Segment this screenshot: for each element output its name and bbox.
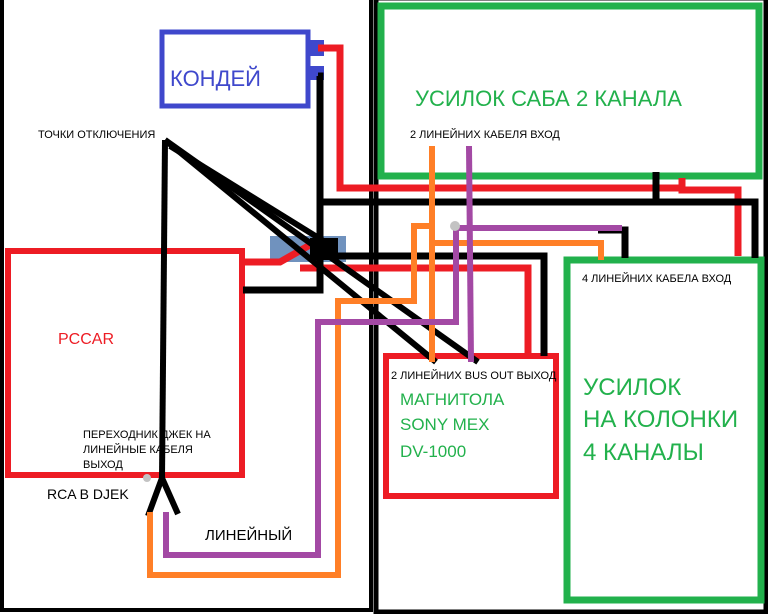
adapter-label-1: ПЕРЕХОДНИК ДЖЕК НА bbox=[83, 429, 211, 441]
speaker-amp-line-1: УСИЛОК bbox=[583, 374, 681, 401]
speaker-amp-input-label: 4 ЛИНЕЙНИХ КАБЕЛА ВХОД bbox=[582, 272, 732, 285]
bus-out-label: 2 ЛИНЕЙНИХ BUS OUT ВЫХОД bbox=[391, 369, 557, 382]
line-label: ЛИНЕЙНЫЙ bbox=[205, 526, 292, 544]
red-power-wire-head-unit bbox=[300, 264, 532, 356]
jack-plug bbox=[143, 474, 151, 482]
disconnect-line-3 bbox=[168, 143, 332, 248]
jack-fork bbox=[145, 470, 181, 518]
speaker-amp-line-2: НА КОЛОНКИ bbox=[583, 406, 738, 433]
rca-junction bbox=[450, 221, 460, 231]
red-power-wire-amps bbox=[318, 44, 742, 256]
sub-amp-label: УСИЛОК САБА 2 КАНАЛА bbox=[415, 86, 682, 111]
pccar-label: PCCAR bbox=[58, 331, 114, 348]
orange-rca-line bbox=[147, 223, 432, 578]
head-unit-line-3: DV-1000 bbox=[400, 442, 466, 461]
speaker-amp-line-3: 4 КАНАЛЫ bbox=[583, 439, 704, 466]
adapter-label-2: ЛИНЕЙНЫЕ КАБЕЛЯ bbox=[83, 443, 193, 456]
black-ground-wire-amps bbox=[320, 198, 759, 258]
condenser-label: КОНДЕЙ bbox=[170, 66, 261, 91]
head-unit-line-2: SONY MEX bbox=[400, 415, 489, 434]
condenser-terminal-plus bbox=[310, 40, 324, 56]
pccar-box bbox=[5, 248, 245, 478]
jack-cable bbox=[159, 139, 168, 479]
right-panel-frame bbox=[373, 0, 768, 614]
disconnect-points-label: ТОЧКИ ОТКЛЮЧЕНИЯ bbox=[38, 129, 155, 141]
purple-rca-sub bbox=[466, 145, 474, 363]
orange-rca-speaker-amp bbox=[432, 240, 604, 260]
adapter-label-3: ВЫХОД bbox=[83, 459, 123, 471]
sub-amp-input-label: 2 ЛИНЕЙНИХ КАБЕЛЯ ВХОД bbox=[410, 128, 560, 141]
condenser-box bbox=[159, 29, 311, 109]
head-unit-line-1: МАГНИТОЛА bbox=[400, 390, 505, 409]
black-ground-wire-pccar bbox=[243, 72, 324, 294]
sub-amp-box bbox=[377, 2, 763, 180]
speaker-amp-box bbox=[563, 256, 765, 604]
rca-label: RCA В DJEK bbox=[47, 486, 129, 502]
black-ground-wire-head-unit bbox=[310, 252, 548, 356]
